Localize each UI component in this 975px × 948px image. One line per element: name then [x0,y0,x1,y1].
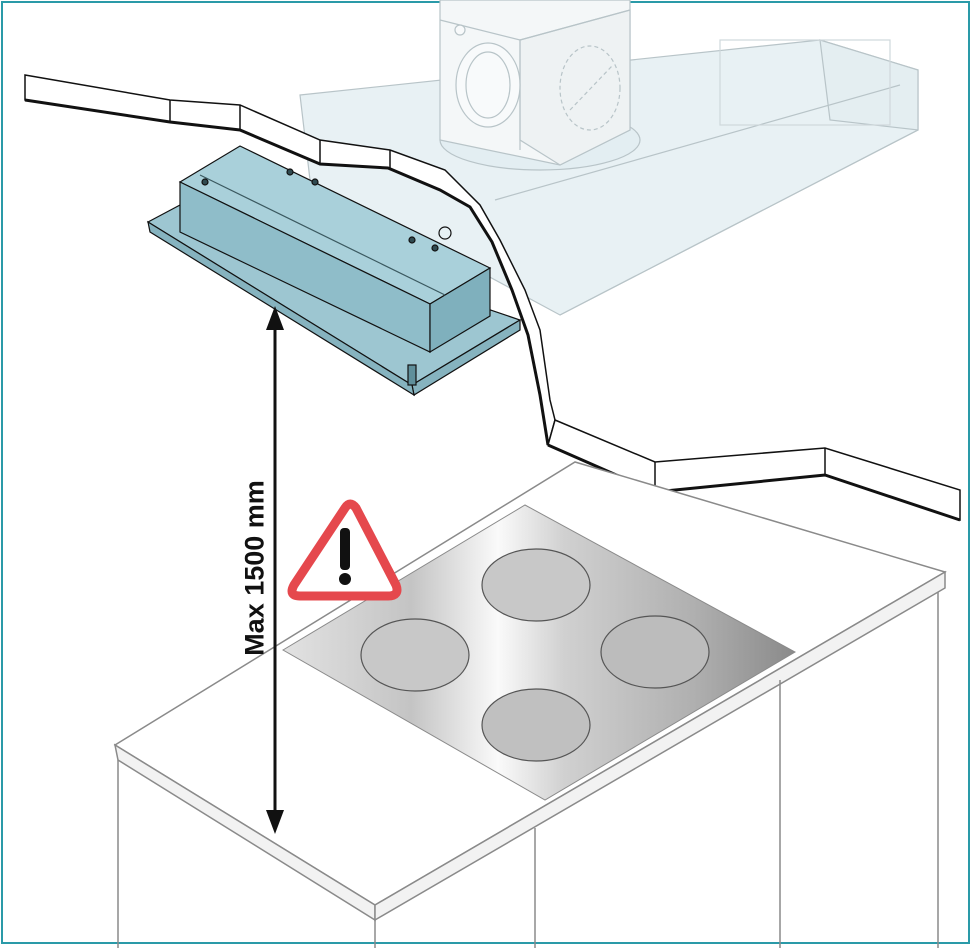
cooking-zone-back [481,548,591,622]
induction-hob [282,504,797,801]
cooking-zone-right [600,615,710,689]
height-dimension-arrow [266,306,284,834]
hood-insert-unit [146,145,522,397]
ceiling-section-lower [547,418,961,522]
warning-triangle-icon [287,499,402,601]
ceiling-duct-assembly [299,0,919,316]
cooking-zone-left [360,618,470,692]
cooking-zone-front [481,688,591,762]
max-height-label: Max 1500 mm [239,480,270,656]
